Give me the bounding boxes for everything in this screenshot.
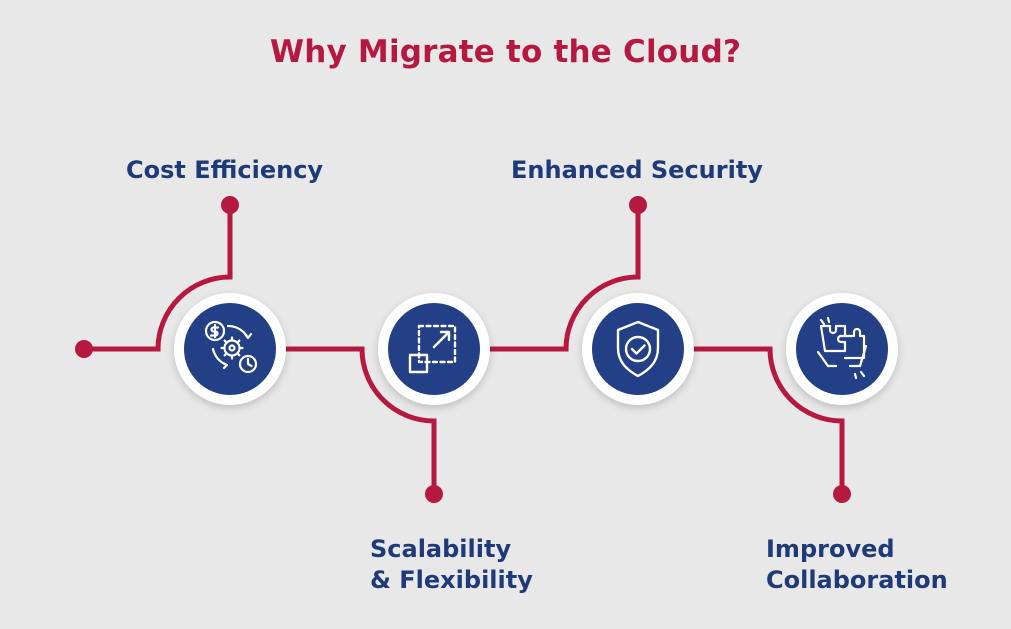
benefit-node-security (582, 293, 694, 405)
benefit-label-line2: & Flexibility (370, 566, 533, 594)
timeline-connector (81, 202, 845, 497)
timeline-dot-cost (221, 196, 239, 214)
puzzle-hands-icon (816, 316, 868, 380)
benefit-label-improved-collaboration: Improved Collaboration (766, 534, 948, 596)
benefit-node-collaboration (786, 293, 898, 405)
benefit-label-scalability: Scalability & Flexibility (370, 534, 533, 596)
scale-expand-icon (408, 324, 457, 374)
benefit-label-line1: Scalability (370, 535, 512, 563)
page-title: Why Migrate to the Cloud? (269, 34, 742, 70)
benefit-label-line1: Improved (766, 535, 895, 563)
benefit-label-line2: Collaboration (766, 566, 948, 594)
benefit-node-scalability (378, 293, 490, 405)
benefit-label-enhanced-security: Enhanced Security (511, 156, 763, 184)
timeline-dots (75, 196, 851, 503)
timeline-dot-security (629, 196, 647, 214)
benefit-label-cost-efficiency: Cost Efficiency (126, 156, 324, 184)
shield-check-icon (616, 320, 660, 378)
timeline-dot-collaboration (833, 485, 851, 503)
benefit-node-cost-efficiency (174, 293, 286, 405)
cost-cycle-icon (204, 320, 258, 374)
timeline-dot-scalability (425, 485, 443, 503)
timeline-dot-start (75, 340, 93, 358)
